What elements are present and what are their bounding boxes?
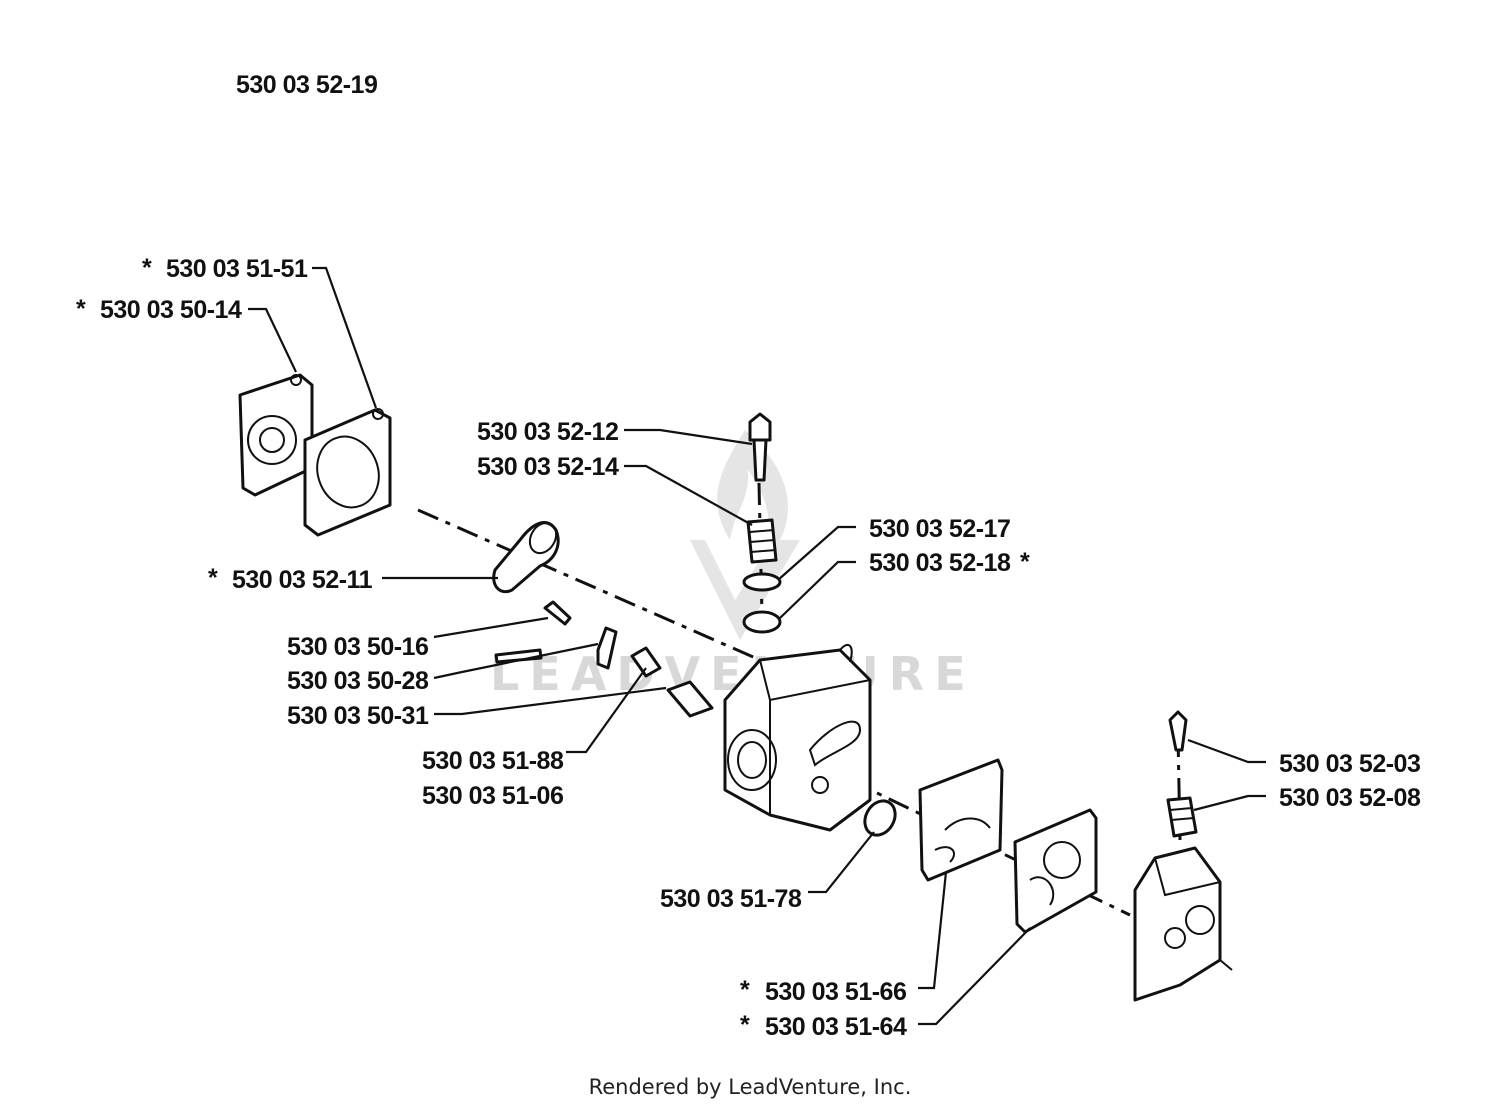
diaphragm-part bbox=[1013, 808, 1098, 934]
inlet-needle-part bbox=[1168, 710, 1188, 752]
label-530-03-50-28: 530 03 50-28 bbox=[287, 667, 429, 695]
asterisk-51-64: * bbox=[740, 1011, 750, 1039]
asterisk-51-51: * bbox=[142, 254, 152, 282]
leader-52-08 bbox=[1193, 794, 1266, 812]
leader-51-64 bbox=[918, 927, 1031, 1026]
adjust-needle-part bbox=[748, 412, 772, 482]
leader-51-51 bbox=[312, 266, 378, 409]
asterisk-52-18: * bbox=[1020, 548, 1030, 576]
leader-52-18 bbox=[779, 560, 856, 619]
spring-lever-part bbox=[596, 626, 714, 718]
leader-51-66 bbox=[918, 871, 948, 990]
pump-gasket-part bbox=[303, 408, 392, 537]
watermark-text: LEADVENTURE bbox=[490, 647, 976, 701]
label-530-03-50-14: 530 03 50-14 bbox=[100, 296, 242, 324]
label-530-03-52-18: 530 03 52-18 bbox=[869, 549, 1011, 577]
needle-spring-part bbox=[746, 518, 778, 564]
watermark-flame-icon bbox=[690, 430, 800, 640]
leader-51-78 bbox=[808, 831, 875, 894]
label-530-03-52-17: 530 03 52-17 bbox=[869, 515, 1010, 543]
asterisk-52-11: * bbox=[208, 564, 218, 592]
label-530-03-51-64: 530 03 51-64 bbox=[765, 1013, 907, 1041]
label-530-03-51-88: 530 03 51-88 bbox=[422, 747, 564, 775]
assembly-number: 530 03 52-19 bbox=[236, 71, 377, 99]
watermark: LEADVENTURE bbox=[490, 430, 976, 701]
label-530-03-52-14: 530 03 52-14 bbox=[477, 453, 619, 481]
assembly-axis-line bbox=[417, 508, 761, 662]
leader-50-16 bbox=[433, 616, 549, 639]
leader-52-12 bbox=[624, 428, 753, 446]
leader-51-88 bbox=[566, 667, 647, 754]
metering-gasket-part bbox=[918, 758, 1004, 882]
label-530-03-52-03: 530 03 52-03 bbox=[1279, 750, 1420, 778]
plug-part bbox=[863, 799, 897, 837]
leader-50-31 bbox=[434, 686, 667, 716]
inlet-spring-part bbox=[1166, 796, 1198, 838]
label-530-03-50-31: 530 03 50-31 bbox=[287, 702, 429, 730]
label-530-03-50-16: 530 03 50-16 bbox=[287, 633, 428, 661]
leader-52-17 bbox=[777, 525, 856, 581]
footer-credit: Rendered by LeadVenture, Inc. bbox=[589, 1075, 912, 1099]
label-530-03-51-06: 530 03 51-06 bbox=[422, 782, 563, 810]
label-530-03-51-51: 530 03 51-51 bbox=[166, 255, 308, 283]
pump-cover-part bbox=[238, 373, 314, 497]
asterisk-50-14: * bbox=[76, 295, 86, 323]
leader-52-14 bbox=[624, 464, 753, 526]
label-530-03-52-12: 530 03 52-12 bbox=[477, 418, 618, 446]
label-530-03-51-78: 530 03 51-78 bbox=[660, 885, 802, 913]
label-530-03-52-08: 530 03 52-08 bbox=[1279, 784, 1421, 812]
label-530-03-51-66: 530 03 51-66 bbox=[765, 978, 906, 1006]
leader-52-03 bbox=[1187, 738, 1266, 764]
leader-50-14 bbox=[248, 307, 297, 373]
carburetor-body-part bbox=[723, 643, 872, 832]
small-screw-part bbox=[543, 600, 572, 626]
label-530-03-52-11: 530 03 52-11 bbox=[232, 566, 373, 594]
intake-elbow-part bbox=[492, 521, 560, 594]
washer-part bbox=[742, 572, 782, 634]
leader-50-28 bbox=[433, 642, 599, 680]
asterisk-51-66: * bbox=[740, 976, 750, 1004]
metering-cover-part bbox=[1133, 846, 1233, 1002]
